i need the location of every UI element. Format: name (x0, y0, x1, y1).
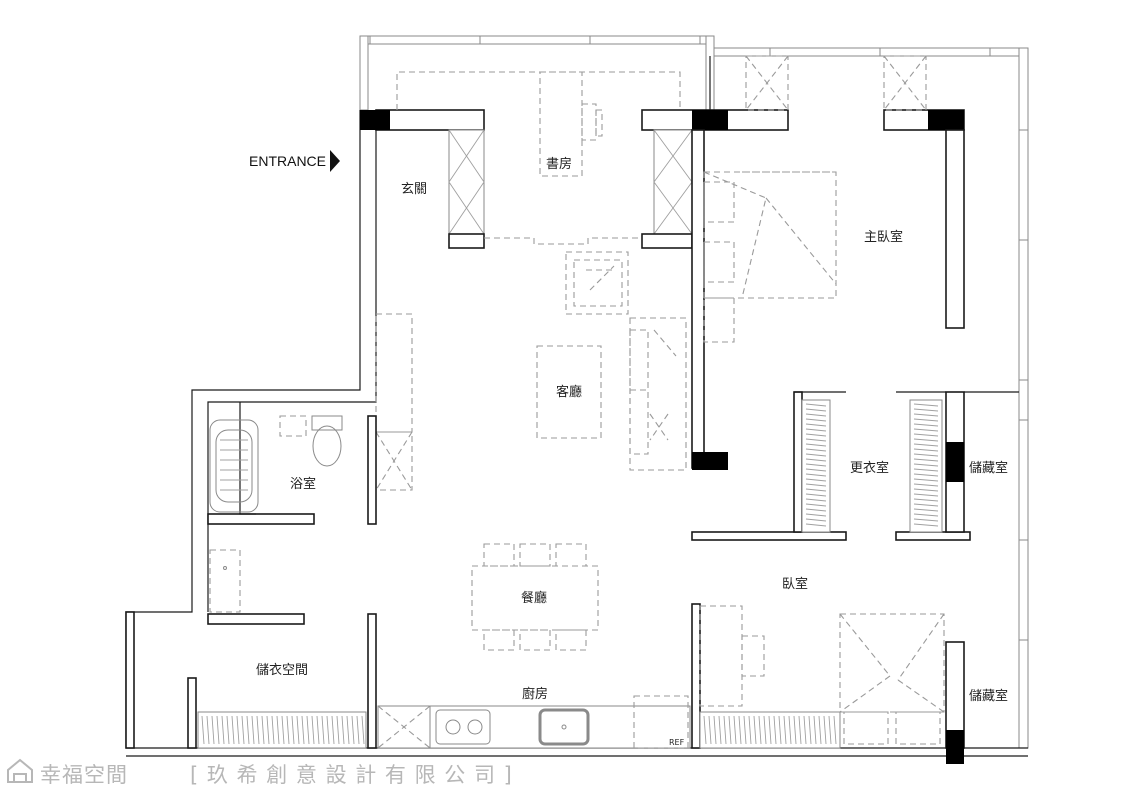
room-label-kitchen: 廚房 (522, 686, 548, 702)
wardrobe-rail-bedroom (699, 711, 841, 749)
room-label-master-bedroom: 主臥室 (864, 229, 903, 245)
column-entry (360, 110, 390, 130)
room-label-dining-room: 餐廳 (521, 590, 547, 606)
study-sliding-door (484, 237, 642, 245)
bathroom-walls (207, 402, 377, 525)
closet-rail-left (801, 399, 831, 533)
bathroom-sink (279, 415, 307, 437)
room-label-storage-right: 儲藏室 (969, 460, 1008, 476)
room-label-bathroom: 浴室 (290, 476, 316, 492)
column-master (928, 110, 964, 130)
column-study (692, 110, 728, 130)
house-logo-icon (7, 758, 33, 783)
cooktop (435, 709, 491, 745)
watermark: 幸福空間 [ 玖 希 創 意 設 計 有 限 公 司 ] (7, 758, 513, 787)
room-label-living-room: 客廳 (556, 384, 582, 400)
wardrobe-rail-left (197, 711, 367, 749)
study-cabinet-right (641, 129, 693, 249)
bedroom-furniture (699, 605, 945, 745)
bathtub (209, 419, 259, 513)
central-partition (691, 129, 728, 470)
top-walls (360, 109, 965, 329)
balcony-railing-top-left (359, 35, 715, 111)
master-bedroom-furniture (703, 55, 927, 343)
dining-table (471, 543, 599, 651)
closet-rail-right (909, 399, 943, 533)
foyer-cabinet (375, 313, 413, 491)
laundry-fixture (209, 549, 241, 613)
refrigerator-label: REF (669, 738, 685, 747)
study-cabinet-left (448, 129, 485, 249)
column-storage (946, 442, 964, 482)
bedroom-walls (691, 391, 1019, 764)
entrance-arrow-icon (330, 150, 340, 172)
kitchen-counter (377, 705, 691, 749)
window-frame-right (1018, 47, 1029, 749)
entrance-label: ENTRANCE (249, 153, 326, 169)
study-furniture (396, 71, 681, 177)
watermark-brand: 幸福空間 (40, 763, 128, 787)
toilet (311, 415, 343, 467)
refrigerator (633, 695, 689, 749)
column-living (692, 452, 728, 470)
room-label-foyer: 玄關 (401, 182, 427, 197)
wardrobe-space-walls (125, 611, 377, 749)
column-bottom-right (946, 730, 964, 764)
window-frame-top-right (713, 47, 1029, 57)
kitchen-sink (538, 708, 590, 746)
living-room-furniture (536, 251, 687, 471)
room-label-study: 書房 (546, 156, 572, 172)
room-label-walk-in-closet: 更衣室 (850, 460, 889, 476)
room-label-wardrobe-space: 儲衣空間 (256, 662, 308, 678)
watermark-designer: [ 玖 希 創 意 設 計 有 限 公 司 ] (190, 763, 513, 787)
room-label-bedroom: 臥室 (782, 576, 808, 592)
room-label-storage-bottom: 儲藏室 (969, 688, 1008, 704)
